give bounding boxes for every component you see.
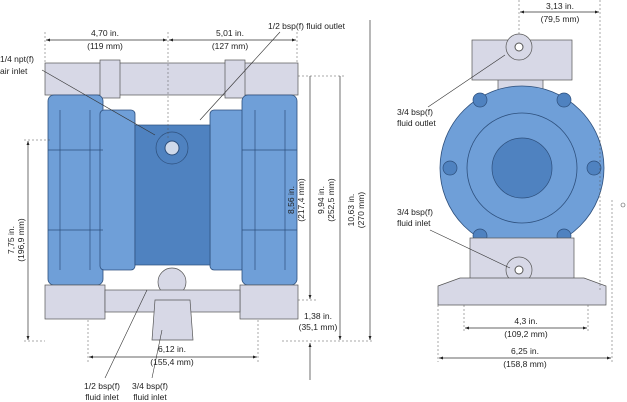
leader-line — [41, 69, 156, 136]
callout-fluid-inlet: 3/4 bsp(f) — [132, 381, 168, 391]
callout-fluid-inlet: fluid inlet — [133, 392, 167, 402]
dimension-top-offset: 3,13 in. (79,5 mm) — [518, 0, 601, 290]
dim-label: (252,5 mm) — [326, 178, 336, 222]
dim-label: (196,9 mm) — [16, 218, 26, 262]
dim-label: 5,01 in. — [216, 28, 244, 38]
dimension-height-side: 7,75 in. (196,9 mm) — [6, 139, 50, 342]
callout-side-inlet: fluid inlet — [397, 218, 431, 228]
dim-label: (35,1 mm) — [299, 322, 338, 332]
dimension-inlet-height: 1,38 in. (35,1 mm) — [299, 311, 338, 380]
right-foot — [239, 284, 299, 320]
dim-label: 8,56 in. — [286, 186, 296, 214]
dim-label: 6,25 in. — [511, 346, 539, 356]
dim-label: (119 mm) — [87, 41, 123, 51]
dim-label: (155,4 mm) — [150, 357, 194, 367]
callout-fluid-inlet: 1/2 bsp(f) — [84, 381, 120, 391]
inlet-port-bore — [514, 265, 524, 275]
dim-label: 4,70 in. — [91, 28, 119, 38]
dim-label: 4,3 in. — [514, 316, 537, 326]
air-valve-port — [164, 140, 180, 156]
dimension-base-width: 6,12 in. (155,4 mm) — [87, 320, 259, 367]
dimension-width-right: 5,01 in. (127 mm) — [169, 28, 296, 51]
dimension-height-total: 10,63 in. (270 mm) — [282, 20, 374, 342]
dim-label: (270 mm) — [356, 192, 366, 229]
housing-ring — [466, 112, 578, 224]
dimension-side-base-width: 6,25 in. (158,8 mm) — [437, 200, 613, 369]
dimension-height-inlet: 8,56 in. (217,4 mm) — [286, 76, 318, 301]
dim-label: 10,63 in. — [346, 194, 356, 227]
chamber-detail-lines — [48, 110, 297, 270]
dim-label: (158,8 mm) — [503, 359, 547, 369]
dim-label: (127 mm) — [212, 41, 249, 51]
top-manifold — [44, 62, 299, 96]
dim-label: (109,2 mm) — [504, 329, 548, 339]
callout-fluid-outlet: 1/2 bsp(f) fluid outlet — [268, 21, 346, 31]
dim-label: 9,94 in. — [316, 186, 326, 214]
leader-line — [199, 31, 281, 121]
base-plate — [437, 277, 607, 306]
leader-line — [427, 54, 506, 108]
dim-label: 6,12 in. — [158, 344, 186, 354]
dimension-width-left: 4,70 in. (119 mm) — [44, 28, 298, 140]
inlet-port — [151, 299, 194, 341]
callout-air-inlet: 1/4 npt(f) — [0, 54, 34, 64]
side-view-pump — [437, 33, 607, 306]
callout-side-outlet: fluid outlet — [397, 118, 436, 128]
callout-air-inlet: air inlet — [0, 66, 28, 76]
callout-side-outlet: 3/4 bsp(f) — [397, 107, 433, 117]
left-chamber — [47, 94, 104, 286]
dimension-height-outlet: 9,94 in. (252,5 mm) — [298, 75, 345, 340]
housing-bolts — [442, 92, 602, 244]
dim-label: 3,13 in. — [546, 1, 574, 11]
housing-center — [491, 137, 553, 199]
left-foot — [44, 284, 106, 320]
outlet-port-bore — [514, 42, 524, 52]
leader-line — [429, 229, 511, 269]
dimension-mount-width: 4,3 in. (109,2 mm) — [463, 305, 589, 339]
dim-label: (217,4 mm) — [296, 178, 306, 222]
dim-label: 7,75 in. — [6, 226, 16, 254]
callout-side-inlet: 3/4 bsp(f) — [397, 207, 433, 217]
callout-fluid-inlet: fluid inlet — [85, 392, 119, 402]
manifold-clamp — [224, 59, 246, 99]
leader-line — [151, 329, 163, 379]
edge-marker — [620, 202, 626, 208]
front-view-pump — [44, 59, 299, 341]
dim-label: 1,38 in. — [304, 311, 332, 321]
leader-line — [104, 289, 148, 379]
dim-label: (79,5 mm) — [541, 14, 580, 24]
left-inner-chamber — [99, 109, 136, 271]
right-inner-chamber — [209, 109, 246, 271]
manifold-clamp — [99, 59, 121, 99]
